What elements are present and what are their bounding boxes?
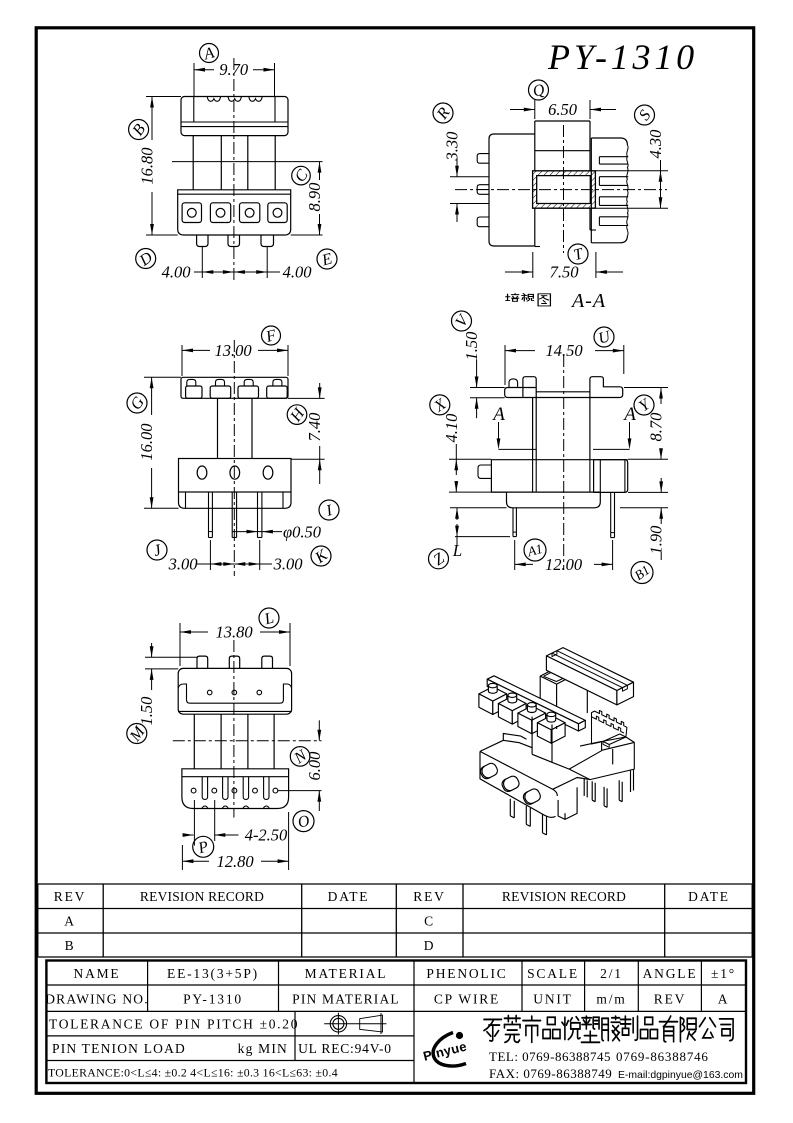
svg-text:14.50: 14.50 (545, 341, 583, 360)
svg-text:A: A (718, 992, 730, 1007)
svg-text:SCALE: SCALE (527, 966, 579, 981)
svg-text:REV: REV (54, 889, 86, 904)
svg-text:MATERIAL: MATERIAL (305, 966, 388, 981)
svg-text:TEL: 0769-86388745: TEL: 0769-86388745 (489, 1049, 611, 1064)
svg-text:EE-13(3+5P): EE-13(3+5P) (167, 966, 259, 981)
svg-text:6.50: 6.50 (548, 100, 578, 119)
svg-text:A: A (622, 404, 636, 425)
svg-text:E: E (319, 250, 334, 269)
svg-text:4.00: 4.00 (283, 263, 313, 282)
svg-text:3.30: 3.30 (443, 131, 462, 162)
svg-text:16.80: 16.80 (138, 147, 157, 185)
svg-text:3.00: 3.00 (168, 555, 199, 574)
svg-text:4.00: 4.00 (162, 263, 192, 282)
svg-text:PHENOLIC: PHENOLIC (426, 966, 507, 981)
svg-text:6.00: 6.00 (305, 751, 324, 781)
svg-text:C: C (424, 914, 435, 929)
svg-text:E-mail:dgpinyue@163.com: E-mail:dgpinyue@163.com (618, 1070, 743, 1081)
svg-text:0769-86388746: 0769-86388746 (616, 1049, 709, 1064)
svg-text:O: O (296, 812, 312, 832)
svg-text:I: I (324, 502, 335, 520)
svg-text:PY-1310: PY-1310 (547, 37, 698, 77)
svg-text:1.50: 1.50 (462, 331, 481, 361)
svg-text:PIN TENION LOAD: PIN TENION LOAD (52, 1041, 186, 1056)
svg-text:TOLERANCE:0<L≤4: ±0.2 4<L≤16:: TOLERANCE:0<L≤4: ±0.2 4<L≤16: ±0.3 16<L≤… (48, 1065, 338, 1079)
svg-text:REV: REV (654, 992, 686, 1007)
svg-text:13.80: 13.80 (215, 623, 253, 642)
svg-text:L: L (452, 541, 462, 560)
svg-text:A: A (491, 404, 505, 425)
svg-text:7.50: 7.50 (550, 263, 580, 282)
svg-text:12.00: 12.00 (545, 555, 583, 574)
svg-text:4.30: 4.30 (646, 129, 665, 159)
svg-text:REVISION RECORD: REVISION RECORD (140, 889, 264, 904)
svg-text:A: A (64, 914, 76, 929)
svg-text:m/m: m/m (596, 992, 626, 1007)
svg-text:D: D (424, 938, 436, 953)
svg-text:DRAWING NO.: DRAWING NO. (45, 992, 149, 1007)
svg-text:±1°: ±1° (711, 966, 736, 981)
svg-text:ANGLE: ANGLE (643, 966, 698, 981)
svg-text:13.00: 13.00 (214, 341, 252, 360)
svg-text:A-A: A-A (570, 290, 606, 312)
svg-text:REV: REV (413, 889, 445, 904)
svg-text:L: L (262, 610, 276, 629)
svg-text:1.90: 1.90 (647, 525, 666, 555)
svg-text:8.70: 8.70 (647, 412, 666, 442)
svg-text:B: B (65, 938, 76, 953)
svg-text:φ0.50: φ0.50 (283, 522, 322, 541)
svg-text:UNIT: UNIT (533, 992, 572, 1007)
svg-text:kg MIN: kg MIN (238, 1041, 288, 1056)
svg-text:2/1: 2/1 (600, 966, 623, 981)
svg-text:1.50: 1.50 (137, 696, 156, 726)
svg-text:16.00: 16.00 (137, 423, 156, 461)
svg-text:A1: A1 (525, 541, 544, 560)
svg-text:DATE: DATE (688, 889, 730, 904)
svg-text:8.90: 8.90 (305, 182, 324, 212)
svg-text:DATE: DATE (328, 889, 370, 904)
svg-text:Q: Q (531, 81, 547, 101)
svg-text:7.40: 7.40 (305, 412, 324, 442)
svg-text:F: F (263, 327, 278, 346)
svg-text:P: P (196, 838, 211, 857)
svg-text:REVISION RECORD: REVISION RECORD (502, 889, 626, 904)
svg-text:UL REC:94V-0: UL REC:94V-0 (298, 1041, 392, 1056)
svg-text:3.00: 3.00 (273, 555, 304, 574)
svg-text:A: A (201, 44, 216, 63)
svg-text:B1: B1 (632, 562, 653, 583)
svg-text:12.80: 12.80 (216, 852, 254, 871)
svg-text:TOLERANCE OF PIN PITCH ±0.20: TOLERANCE OF PIN PITCH ±0.20 (49, 1017, 299, 1032)
svg-text:4-2.50: 4-2.50 (245, 826, 288, 845)
svg-text:PIN MATERIAL: PIN MATERIAL (292, 992, 400, 1007)
svg-text:CP WIRE: CP WIRE (434, 992, 500, 1007)
svg-text:4.10: 4.10 (442, 413, 461, 443)
svg-text:9.70: 9.70 (219, 60, 249, 79)
svg-text:FAX: 0769-86388749: FAX: 0769-86388749 (489, 1066, 612, 1081)
svg-text:PY-1310: PY-1310 (183, 992, 243, 1007)
svg-text:NAME: NAME (74, 966, 121, 981)
